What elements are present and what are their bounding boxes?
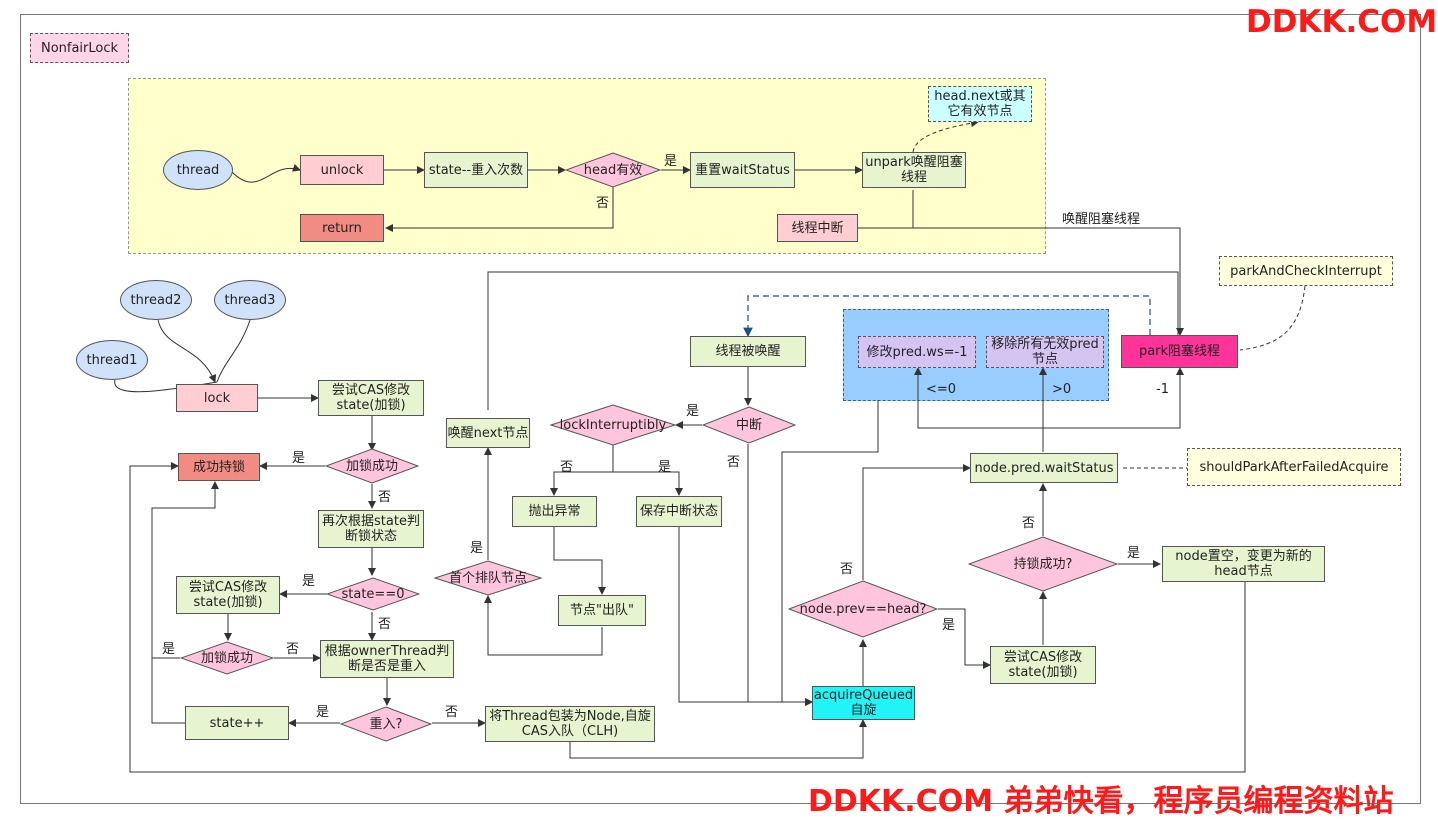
label-yes-9: 是 xyxy=(470,541,484,556)
lock-node: lock xyxy=(176,384,258,412)
reset-waitstatus-node: 重置waitStatus xyxy=(690,152,795,188)
thread-node: thread xyxy=(163,150,233,190)
label-yes-3: 是 xyxy=(162,642,176,657)
thread3-node: thread3 xyxy=(214,280,286,320)
reentry-diamond: 重入? xyxy=(340,706,432,742)
unlock-node: unlock xyxy=(300,155,384,185)
lock-ok-diamond-1: 加锁成功 xyxy=(325,448,419,484)
head-next-note: head.next或其它有效节点 xyxy=(928,86,1032,122)
lock-ok-diamond-2: 加锁成功 xyxy=(180,641,274,675)
first-node-diamond: 首个排队节点 xyxy=(434,560,542,596)
first-node-label: 首个排队节点 xyxy=(448,570,527,586)
prev-head-label: node.prev==head? xyxy=(799,601,927,617)
head-valid-diamond: head有效 xyxy=(565,152,661,188)
label-no-8: 否 xyxy=(560,460,574,475)
pred-waitstatus-node: node.pred.waitStatus xyxy=(970,453,1118,483)
head-valid-label: head有效 xyxy=(583,162,643,178)
state-dec-node: state--重入次数 xyxy=(424,152,528,188)
label-yes-4: 是 xyxy=(316,705,330,720)
label-no-4: 否 xyxy=(445,705,459,720)
state-zero-diamond: state==0 xyxy=(326,577,420,611)
should-park-note: shouldParkAfterFailedAcquire xyxy=(1187,448,1401,486)
label-le0: <=0 xyxy=(926,382,957,397)
label-no-2: 否 xyxy=(378,617,392,632)
label-no-3: 否 xyxy=(286,642,300,657)
woken-node: 线程被唤醒 xyxy=(690,336,806,367)
prev-head-diamond: node.prev==head? xyxy=(788,580,938,638)
state-zero-label: state==0 xyxy=(341,586,405,602)
title-nonfairlock: NonfairLock xyxy=(30,33,129,63)
thread1-node: thread1 xyxy=(76,340,148,380)
return-node: return xyxy=(300,214,384,242)
owner-check-node: 根据ownerThread判断是否是重入 xyxy=(320,640,454,678)
outer-frame xyxy=(20,14,1421,804)
unpark-node: unpark唤醒阻塞线程 xyxy=(862,152,966,188)
label-no-7: 否 xyxy=(727,455,741,470)
try-cas-node-1: 尝试CAS修改state(加锁) xyxy=(318,380,424,416)
park-check-note: parkAndCheckInterrupt xyxy=(1219,256,1393,286)
interrupted-label: 中断 xyxy=(735,417,762,433)
reentry-label: 重入? xyxy=(369,716,403,732)
thread2-node: thread2 xyxy=(120,280,192,320)
wake-next-node: 唤醒next节点 xyxy=(446,418,530,448)
label-yes-6: 是 xyxy=(1127,546,1141,561)
park-node: park阻塞线程 xyxy=(1121,335,1238,368)
thread-interrupt-node: 线程中断 xyxy=(777,214,858,242)
keep-interrupt-node: 保存中断状态 xyxy=(636,496,722,527)
label-wake-blocked: 唤醒阻塞线程 xyxy=(1062,212,1141,227)
label-no-6: 否 xyxy=(1022,516,1036,531)
dequeue-node: 节点"出队" xyxy=(558,595,646,626)
lock-ok-label-1: 加锁成功 xyxy=(345,458,398,474)
set-head-node: node置空，变更为新的head节点 xyxy=(1162,546,1325,582)
watermark-bottom: DDKK.COM 弟弟快看，程序员编程资料站 xyxy=(808,784,1394,819)
label-minus1: -1 xyxy=(1156,382,1169,397)
label-no-head-valid: 否 xyxy=(596,196,610,211)
lock-interruptibly-label: lockInterruptibly xyxy=(559,417,667,433)
try-cas-node-2: 尝试CAS修改state(加锁) xyxy=(176,576,280,614)
label-gt0: >0 xyxy=(1052,382,1072,397)
interrupted-diamond: 中断 xyxy=(702,406,796,444)
state-inc-node: state++ xyxy=(185,706,289,740)
hold-ok-label: 持锁成功? xyxy=(1013,556,1073,572)
label-yes-head-valid: 是 xyxy=(664,154,678,169)
label-no-1: 否 xyxy=(378,490,392,505)
acquire-queued-node: acquireQueued自旋 xyxy=(812,686,915,720)
recheck-node: 再次根据state判断锁状态 xyxy=(318,510,424,548)
throw-node: 抛出异常 xyxy=(512,496,597,527)
label-yes-1: 是 xyxy=(292,451,306,466)
modify-ws-node: 修改pred.ws=-1 xyxy=(858,336,976,368)
label-no-5: 否 xyxy=(840,562,854,577)
try-cas-node-3: 尝试CAS修改state(加锁) xyxy=(990,646,1096,684)
remove-invalid-node: 移除所有无效pred节点 xyxy=(986,336,1104,368)
label-yes-7: 是 xyxy=(686,404,700,419)
label-yes-8: 是 xyxy=(658,460,672,475)
lock-interruptibly-diamond: lockInterruptibly xyxy=(550,404,676,446)
watermark-top: DDKK.COM xyxy=(1246,4,1438,40)
lock-ok-label-2: 加锁成功 xyxy=(200,650,253,666)
hold-lock-node: 成功持锁 xyxy=(178,453,260,481)
label-yes-5: 是 xyxy=(942,618,956,633)
hold-ok-diamond: 持锁成功? xyxy=(968,536,1118,592)
wrap-node-node: 将Thread包装为Node,自旋CAS入队（CLH) xyxy=(485,706,655,742)
label-yes-2: 是 xyxy=(302,574,316,589)
